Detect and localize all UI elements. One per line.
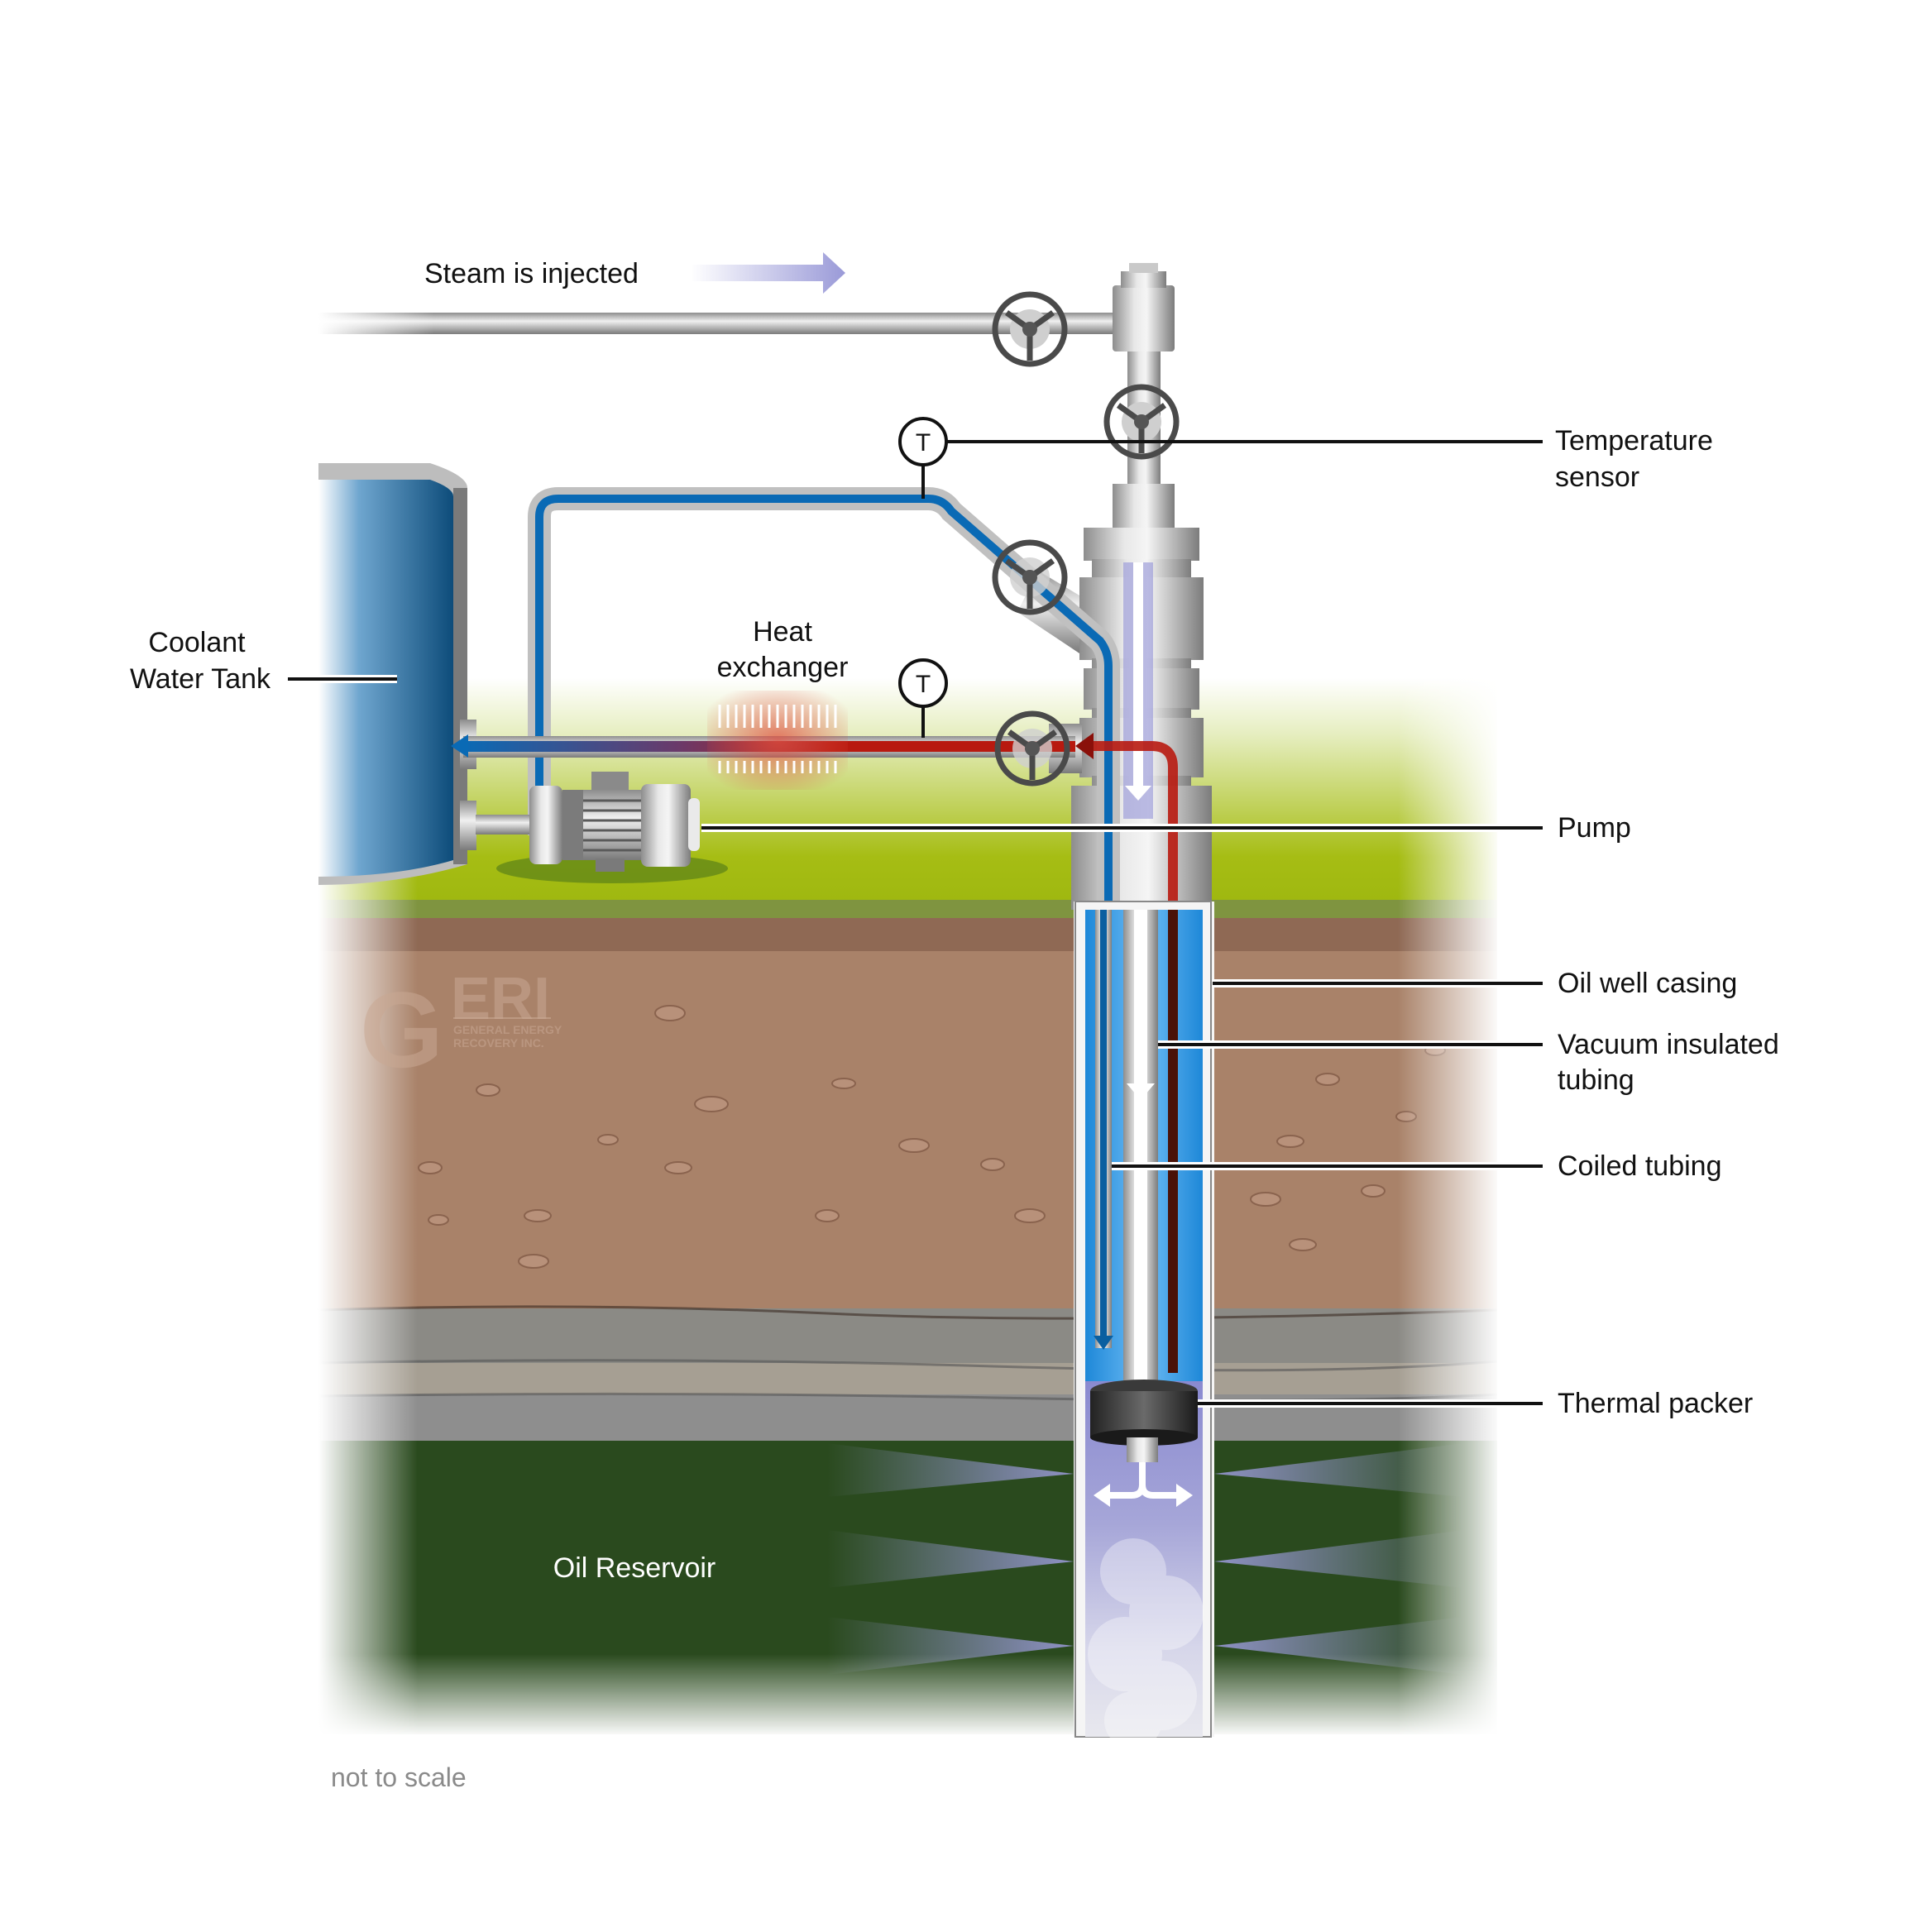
valve-handwheel-icon[interactable] — [992, 291, 1068, 367]
not-to-scale-note: not to scale — [331, 1762, 467, 1792]
temperature-sensor-upper: T — [898, 417, 948, 499]
heat-exchanger-label-line2: exchanger — [717, 652, 849, 683]
coolant-water-tank — [318, 463, 476, 885]
callout-thermal-packer: Thermal packer — [1558, 1388, 1753, 1419]
steam-jet — [827, 1443, 1074, 1497]
valve-handwheel-icon[interactable] — [994, 710, 1070, 787]
callout-temperature-sensor-line1: Temperature — [1555, 425, 1713, 457]
steam-cloud — [1088, 1538, 1204, 1749]
temperature-sensor-lower: T — [898, 658, 948, 738]
callout-temperature-sensor-line2: sensor — [1555, 461, 1639, 493]
callout-vacuum-tubing-line1: Vacuum insulated — [1558, 1029, 1779, 1060]
down-arrow-icon — [1127, 1083, 1155, 1100]
steam-jet — [827, 1530, 1074, 1588]
callout-oil-well-casing: Oil well casing — [1558, 968, 1737, 999]
left-arrow-icon — [1075, 733, 1094, 759]
down-arrow-icon — [1125, 786, 1151, 801]
valve-handwheel-icon[interactable] — [1103, 384, 1180, 460]
split-arrow-icon — [1108, 1462, 1179, 1499]
topsoil-band — [318, 918, 1497, 951]
strata-layers — [318, 1305, 1498, 1441]
pump — [476, 772, 728, 883]
tank-label-line1: Coolant — [148, 627, 246, 658]
heat-exchanger-label-line1: Heat — [753, 616, 812, 648]
tank-label-line2: Water Tank — [130, 663, 271, 695]
valve-handwheel-icon[interactable] — [992, 539, 1068, 615]
sensor-letter: T — [916, 671, 931, 698]
sensor-letter: T — [916, 429, 931, 457]
steam-direction-arrow — [691, 252, 845, 294]
left-arrow-icon — [451, 734, 468, 758]
grass-surface — [318, 678, 1497, 901]
logo-subtitle-1: GENERAL ENERGY — [453, 1023, 562, 1036]
steam-injected-label: Steam is injected — [424, 258, 639, 289]
logo-subtitle-2: RECOVERY INC. — [453, 1036, 544, 1050]
down-arrow-icon — [1094, 1336, 1113, 1350]
callout-vacuum-tubing-line2: tubing — [1558, 1064, 1634, 1096]
callout-pump: Pump — [1558, 812, 1631, 844]
bottom-fade — [318, 1654, 1501, 1737]
oil-reservoir-label: Oil Reservoir — [553, 1552, 716, 1584]
logo-letters-eri: ERI — [451, 966, 550, 1032]
heat-exchanger-fins — [718, 705, 837, 773]
callout-leaders — [288, 440, 1543, 1408]
callout-coiled-tubing: Coiled tubing — [1558, 1150, 1721, 1182]
grass-edge — [318, 900, 1497, 918]
thermal-packer — [1090, 1380, 1198, 1446]
right-fade — [1398, 662, 1501, 1737]
geri-logo: G ERI GENERAL ENERGY RECOVERY INC. — [360, 966, 562, 1090]
well-bore — [1074, 901, 1214, 1749]
logo-letter-g: G — [360, 969, 443, 1090]
heat-exchanger — [707, 691, 848, 790]
